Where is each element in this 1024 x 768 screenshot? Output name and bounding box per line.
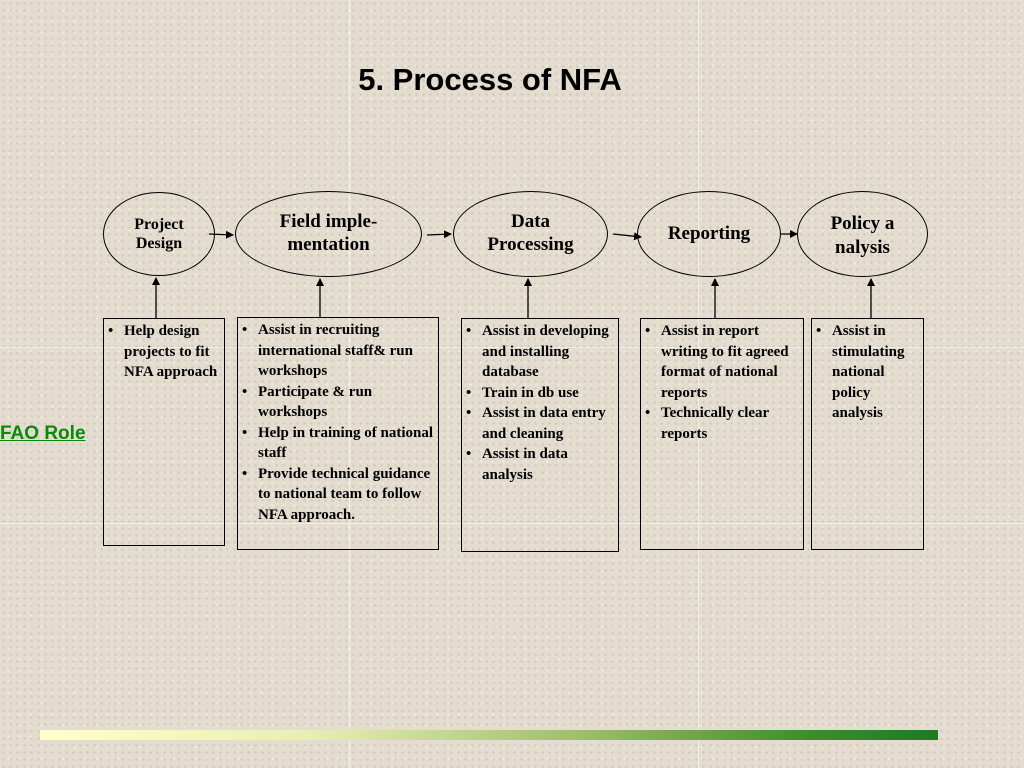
arrow-field-to-data (426, 230, 452, 239)
stage-data-processing: Data Processing (453, 191, 608, 277)
list-item: Help in training of national staff (242, 423, 436, 464)
list-item: Assist in data analysis (466, 444, 616, 485)
arrow-data-to-reporting (612, 232, 642, 241)
fao-role-label: FAO Role (0, 423, 86, 444)
role-box-reporting: Assist in report writing to fit agreed f… (640, 318, 804, 550)
page-title: 5. Process of NFA (358, 62, 622, 97)
stage-project-design: Project Design (103, 192, 215, 276)
list-item: Provide technical guidance to national t… (242, 464, 436, 526)
role-box-policy-analysis: Assist in stimulating national policy an… (811, 318, 924, 550)
list-item: Assist in stimulating national policy an… (816, 321, 921, 424)
role-box-project-design: Help design projects to fit NFA approach (103, 318, 225, 546)
list-item: Assist in data entry and cleaning (466, 403, 616, 444)
role-box-field-implementation: Assist in recruiting international staff… (237, 317, 439, 550)
arrow-design-to-field (208, 230, 234, 239)
stage-field-implementation: Field imple-mentation (235, 191, 422, 277)
list-item: Assist in recruiting international staff… (242, 320, 436, 382)
role-box-data-processing: Assist in developing and installing data… (461, 318, 619, 552)
list-item: Participate & run workshops (242, 382, 436, 423)
list-item: Technically clear reports (645, 403, 801, 444)
decorative-gradient-bar (40, 730, 938, 740)
list-item: Help design projects to fit NFA approach (108, 321, 222, 383)
list-item: Train in db use (466, 383, 616, 404)
list-item: Assist in report writing to fit agreed f… (645, 321, 801, 403)
list-item: Assist in developing and installing data… (466, 321, 616, 383)
stage-policy-analysis: Policy analysis (797, 191, 928, 277)
